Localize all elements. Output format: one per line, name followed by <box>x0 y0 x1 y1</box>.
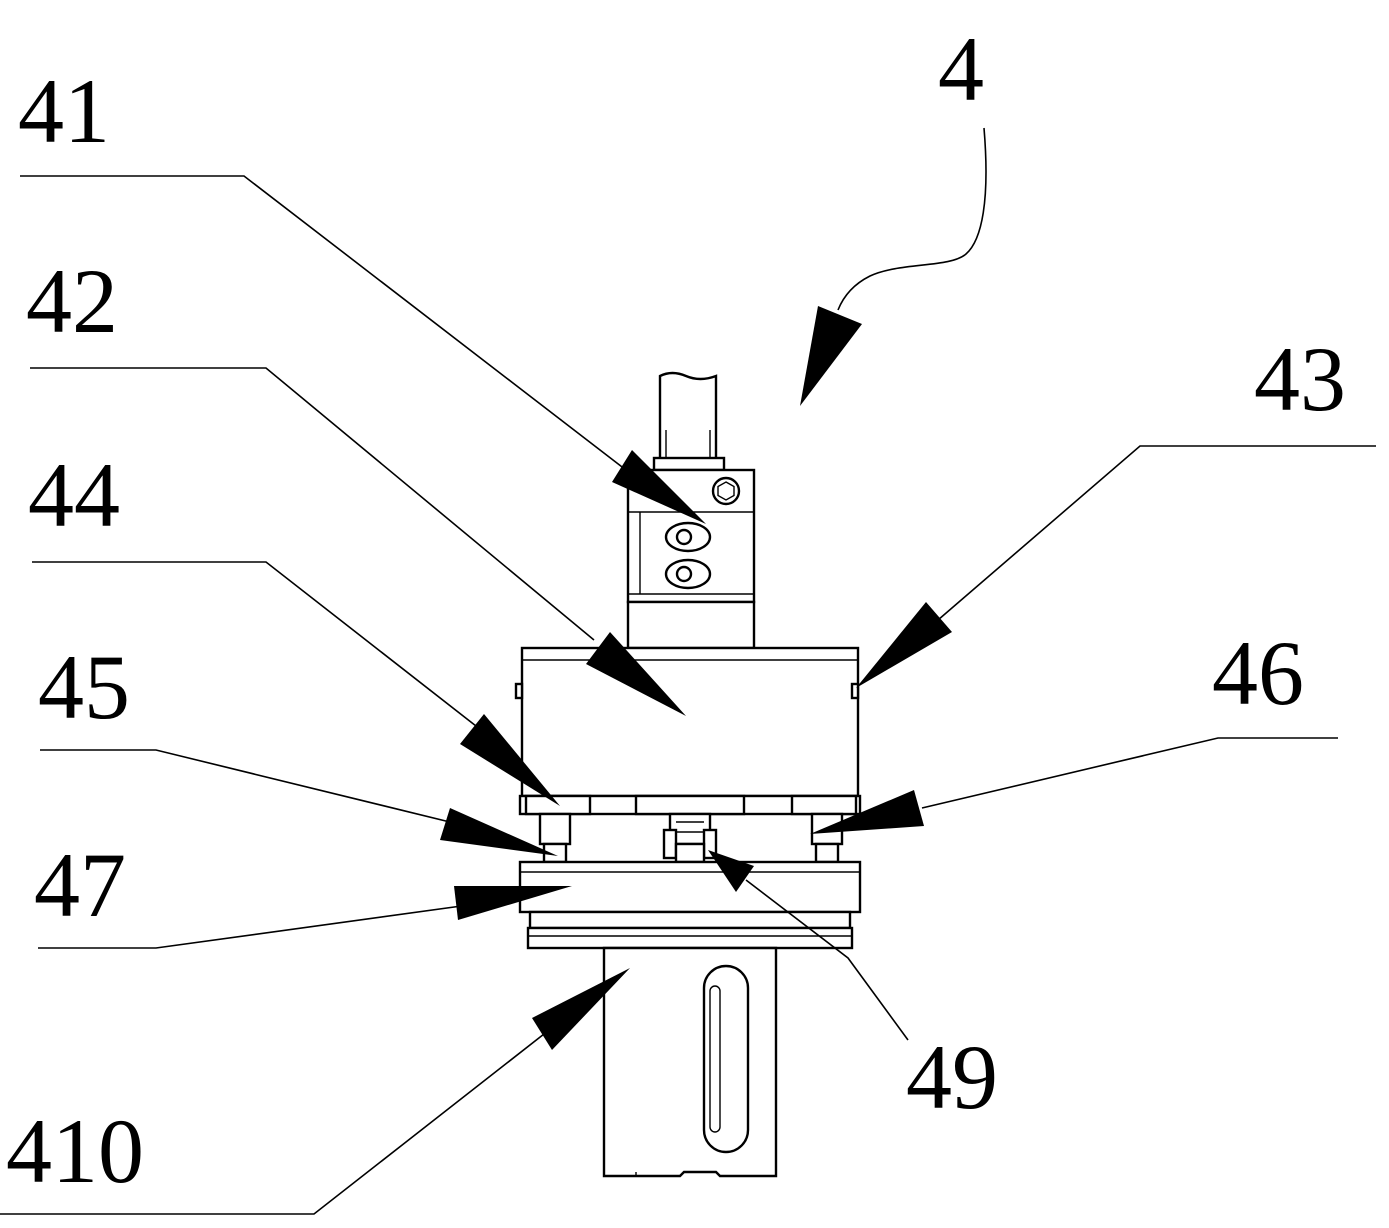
label-45: 45 <box>38 636 130 738</box>
label-41: 41 <box>18 60 110 162</box>
arrowhead-43 <box>856 602 952 688</box>
leader-43 <box>938 446 1376 620</box>
label-410: 410 <box>6 1100 144 1202</box>
assembly-drawing <box>516 373 860 1176</box>
main-housing <box>516 648 860 814</box>
bottom-sleeve <box>604 948 776 1176</box>
arrowhead-4 <box>800 306 862 406</box>
guide-posts <box>540 814 842 862</box>
leader-4 <box>838 128 986 310</box>
leader-45 <box>40 750 458 824</box>
top-shaft <box>654 373 724 470</box>
label-49: 49 <box>906 1026 998 1128</box>
label-assembly-4: 4 <box>938 18 984 120</box>
label-46: 46 <box>1212 622 1304 724</box>
leader-46 <box>922 738 1338 808</box>
label-44: 44 <box>28 444 120 546</box>
lower-plate <box>520 862 860 948</box>
label-47: 47 <box>34 834 126 936</box>
label-42: 42 <box>26 250 118 352</box>
label-43: 43 <box>1254 328 1346 430</box>
